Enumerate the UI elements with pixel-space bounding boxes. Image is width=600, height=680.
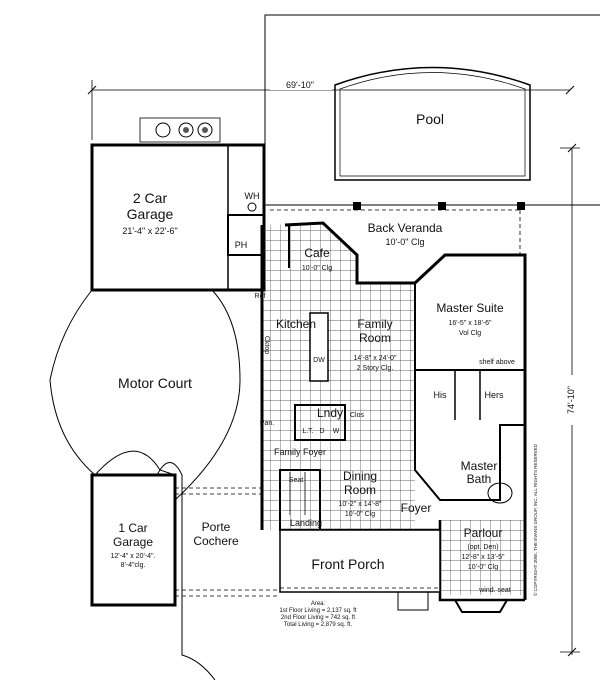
svg-text:Seat: Seat [289, 477, 303, 484]
svg-text:Front Porch: Front Porch [311, 556, 384, 572]
svg-text:8'-4"clg.: 8'-4"clg. [121, 562, 146, 569]
back-veranda-outline [265, 202, 525, 255]
two-car-garage: 2 Car Garage 21'-4" x 22'-6" WH PH [90, 117, 266, 292]
svg-text:Bath: Bath [467, 472, 492, 486]
svg-text:W: W [333, 428, 340, 435]
svg-text:14'-8" x 24'-0": 14'-8" x 24'-0" [353, 355, 397, 362]
area-summary: Area: 1st Floor Living = 2,137 sq. ft 2n… [279, 601, 357, 628]
svg-text:DW: DW [313, 357, 325, 364]
svg-text:10'-0" Clg: 10'-0" Clg [345, 511, 375, 518]
svg-text:2 Story Clg.: 2 Story Clg. [357, 365, 394, 372]
svg-text:21'-4" x 22'-6": 21'-4" x 22'-6" [122, 226, 177, 236]
back-veranda: Back Veranda 10'-0" Clg [368, 221, 443, 247]
svg-text:10'-0" Clg: 10'-0" Clg [468, 564, 498, 571]
svg-text:Garage: Garage [113, 535, 153, 549]
walls [260, 221, 527, 602]
svg-text:Area:: Area: [311, 601, 326, 607]
svg-text:Master: Master [461, 459, 498, 473]
back-veranda-label: Back Veranda [368, 221, 443, 235]
back-veranda-ceiling: 10'-0" Clg [386, 237, 425, 247]
svg-text:L.T.: L.T. [302, 428, 313, 435]
tiled-floor-parlour [440, 520, 525, 595]
bay-window [454, 599, 508, 613]
svg-text:Vol Clg: Vol Clg [459, 330, 481, 337]
stairs [289, 472, 306, 515]
svg-text:1st Floor Living = 2,137 sq. f: 1st Floor Living = 2,137 sq. ft [279, 608, 357, 614]
svg-text:10'-0" Clg: 10'-0" Clg [302, 265, 332, 272]
svg-text:2 Car: 2 Car [133, 190, 168, 206]
svg-text:D: D [319, 428, 324, 435]
svg-text:(opt. Den): (opt. Den) [467, 544, 498, 551]
svg-text:Cochere: Cochere [193, 534, 239, 548]
tiled-floor [263, 223, 415, 530]
svg-text:Pan.: Pan. [260, 420, 274, 427]
pool-label: Pool [416, 111, 444, 127]
svg-text:69'-10": 69'-10" [286, 80, 314, 90]
svg-text:Hers: Hers [484, 390, 504, 400]
front-porch: Front Porch [279, 529, 441, 611]
svg-text:12'-4" x 20'-4".: 12'-4" x 20'-4". [111, 553, 156, 560]
copyright: © COPYRIGHT 2005, THE EVANS GROUP, INC. … [532, 443, 538, 596]
svg-text:Landing: Landing [290, 518, 322, 528]
svg-text:Foyer: Foyer [401, 501, 432, 515]
svg-text:Family: Family [357, 317, 392, 331]
svg-text:WH: WH [245, 191, 260, 201]
kitchen-island [309, 312, 329, 382]
svg-text:Master Suite: Master Suite [436, 301, 504, 315]
svg-text:Cktop: Cktop [263, 336, 270, 354]
svg-text:Porte: Porte [202, 520, 231, 534]
svg-text:Lndy: Lndy [317, 406, 343, 420]
svg-text:shelf above: shelf above [479, 359, 515, 366]
svg-text:Ref: Ref [255, 293, 266, 300]
svg-text:wind. seat: wind. seat [478, 587, 511, 594]
svg-text:Parlour: Parlour [464, 526, 503, 540]
svg-text:PH: PH [235, 240, 248, 250]
dimension-depth: 74'-10" [560, 143, 580, 657]
svg-text:His: His [434, 390, 447, 400]
svg-text:1 Car: 1 Car [118, 521, 147, 535]
svg-text:2nd Floor Living = 742 sq. ft: 2nd Floor Living = 742 sq. ft [281, 615, 356, 621]
svg-text:Cafe: Cafe [304, 246, 330, 260]
svg-text:Dining: Dining [343, 469, 377, 483]
svg-text:Family Foyer: Family Foyer [274, 447, 326, 457]
dimension-width: 69'-10" [87, 78, 575, 140]
svg-text:Garage: Garage [127, 206, 174, 222]
motor-court [49, 289, 241, 502]
svg-text:16'-5" x 18'-6": 16'-5" x 18'-6" [448, 320, 492, 327]
svg-text:74'-10": 74'-10" [566, 386, 576, 414]
one-car-garage: 1 Car Garage 12'-4" x 20'-4". 8'-4"clg. … [90, 462, 280, 680]
svg-text:10'-2" x 14'-8": 10'-2" x 14'-8" [338, 501, 382, 508]
svg-text:Room: Room [359, 331, 391, 345]
svg-text:Total Living = 2,879 sq. ft.: Total Living = 2,879 sq. ft. [284, 622, 353, 628]
svg-text:Room: Room [344, 483, 376, 497]
svg-text:Clos: Clos [350, 412, 365, 419]
bathtub [487, 482, 513, 504]
pool-deck: Pool [264, 14, 600, 206]
svg-text:Kitchen: Kitchen [276, 317, 316, 331]
pool [334, 66, 531, 181]
svg-text:12'-8" x 13'-5": 12'-8" x 13'-5" [461, 554, 505, 561]
motor-court-label: Motor Court [118, 375, 192, 391]
